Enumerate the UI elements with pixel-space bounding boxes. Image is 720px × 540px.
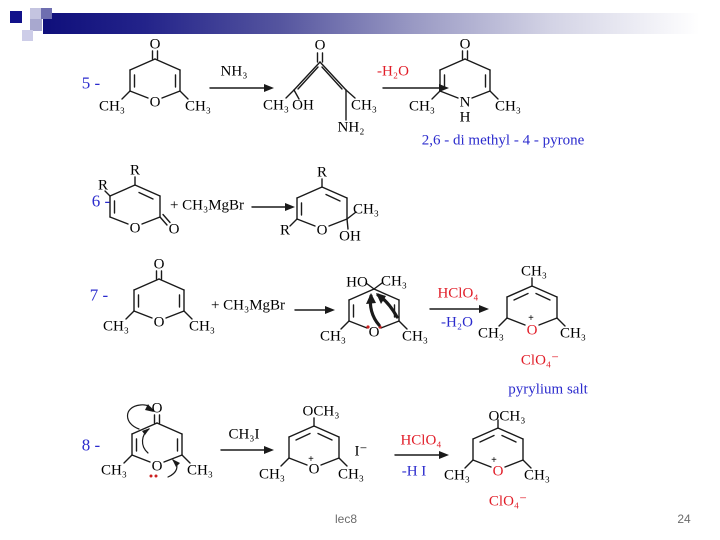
atom-label-ch3: CH₃ <box>258 466 286 483</box>
reagent-label-ch3mgbr: + CH₃MgBr <box>169 197 245 214</box>
r7-product-pyrylium <box>498 277 566 327</box>
atom-label-ch3: CH₃ <box>98 98 126 115</box>
atom-label-ch3: CH₃ <box>188 318 216 335</box>
atom-label-o: O <box>314 37 326 54</box>
atom-label-ring-o: O <box>153 314 165 331</box>
deco-square-pale <box>22 30 33 41</box>
atom-label-ch3: CH₃ <box>523 467 551 484</box>
atom-label-r: R <box>316 164 328 181</box>
atom-label-ring-o: O <box>368 324 380 341</box>
footer-page-number: 24 <box>677 512 691 526</box>
acid-label-hclo4: HClO₄ <box>400 432 442 449</box>
atom-label-o: O <box>151 400 163 417</box>
atom-label-ch3: CH₃ <box>102 318 130 335</box>
atom-label-ch3: CH₃ <box>337 466 365 483</box>
atom-label-oh: OH <box>292 97 314 114</box>
atom-label-r: R <box>279 222 291 239</box>
row5-number: 5 - <box>81 73 101 93</box>
condition-label-minus-hi: -H I <box>401 463 427 480</box>
row8-number: 8 - <box>81 435 101 455</box>
atom-label-ch3: CH₃ <box>100 462 128 479</box>
atom-label-ring-o: O <box>316 222 328 239</box>
acid-label-hclo4: HClO₄ <box>437 285 479 302</box>
deco-square-navy <box>10 11 22 23</box>
atom-label-och3: OCH₃ <box>302 403 340 420</box>
row7-caption: pyrylium salt <box>508 381 588 398</box>
r8-product-pyrylium <box>464 419 532 469</box>
atom-label-ch3: CH₃ <box>520 263 548 280</box>
atom-label-h: H <box>459 109 471 126</box>
atom-label-ch3: CH₃ <box>408 98 436 115</box>
reagent-label-ch3i: CH₃I <box>228 426 260 443</box>
atom-label-ch3: CH₃ <box>186 462 214 479</box>
atom-label-ch3: CH₃ <box>184 98 212 115</box>
atom-label-r: R <box>129 162 141 179</box>
r7-intermediate-carbinol <box>340 282 408 330</box>
atom-label-ch3: CH₃ <box>352 201 380 218</box>
charge-plus: + <box>308 454 314 465</box>
atom-label-ch3: CH₃ <box>350 97 378 114</box>
atom-label-o: O <box>153 256 165 273</box>
r5-product-pyridone <box>431 50 499 100</box>
reagent-label-ch3mgbr: + CH₃MgBr <box>210 297 286 314</box>
atom-label-o-plus: O <box>308 461 320 478</box>
header-gradient-bar <box>43 13 720 34</box>
atom-label-och3: OCH₃ <box>488 408 526 425</box>
condition-label-minus-h2o: -H₂O <box>441 314 473 331</box>
charge-plus: + <box>528 313 534 324</box>
atom-label-ch3: CH₃ <box>443 467 471 484</box>
atom-label-oh: OH <box>339 228 361 245</box>
atom-label-nh2: NH₂ <box>337 119 365 136</box>
reaction-arrows <box>209 84 489 459</box>
charge-plus: + <box>491 455 497 466</box>
atom-label-o-plus: O <box>492 463 504 480</box>
r5-reactant-pyrone <box>121 50 189 100</box>
deco-square-light <box>30 8 41 19</box>
r6-product <box>289 178 357 230</box>
footer-lecture-label: lec8 <box>334 512 358 526</box>
counterion-iodide: I⁻ <box>354 443 368 460</box>
counterion-clo4: ClO₄⁻ <box>488 493 528 510</box>
atom-label-o-plus: O <box>526 322 538 339</box>
r5-intermediate-chain <box>285 52 356 121</box>
atom-label-ch3: CH₃ <box>380 273 408 290</box>
atom-label-ring-o: O <box>151 458 163 475</box>
atom-label-exo-o: O <box>168 221 180 238</box>
atom-label-ch3: CH₃ <box>401 328 429 345</box>
atom-label-ch3: CH₃ <box>559 325 587 342</box>
deco-square-periwinkle <box>41 8 52 19</box>
atom-label-ch3: CH₃ <box>262 97 290 114</box>
counterion-clo4: ClO₄⁻ <box>520 352 560 369</box>
r7-reactant-pyrone <box>125 270 193 320</box>
atom-label-ch3: CH₃ <box>477 325 505 342</box>
row7-number: 7 - <box>89 285 109 305</box>
atom-label-o: O <box>459 36 471 53</box>
atom-label-ring-o: O <box>129 220 141 237</box>
deco-square-medium <box>30 19 42 31</box>
atom-label-ch3: CH₃ <box>494 98 522 115</box>
atom-label-ho: HO <box>346 274 368 291</box>
row5-caption: 2,6 - di methyl - 4 - pyrone <box>421 132 585 149</box>
r8-reactant-pyrone-mechanism <box>123 404 191 478</box>
reagent-label-nh3: NH₃ <box>220 63 248 80</box>
row6-number: 6 - <box>91 191 111 211</box>
atom-label-o: O <box>149 36 161 53</box>
condition-label-minus-h2o: -H₂O <box>377 63 409 80</box>
atom-label-r: R <box>97 177 109 194</box>
atom-label-ch3: CH₃ <box>319 328 347 345</box>
r6-reactant-pyrone <box>104 176 171 226</box>
atom-label-ring-o: O <box>149 94 161 111</box>
atom-label-n: N <box>459 94 471 111</box>
r8-intermediate-pyrylium <box>280 417 348 467</box>
